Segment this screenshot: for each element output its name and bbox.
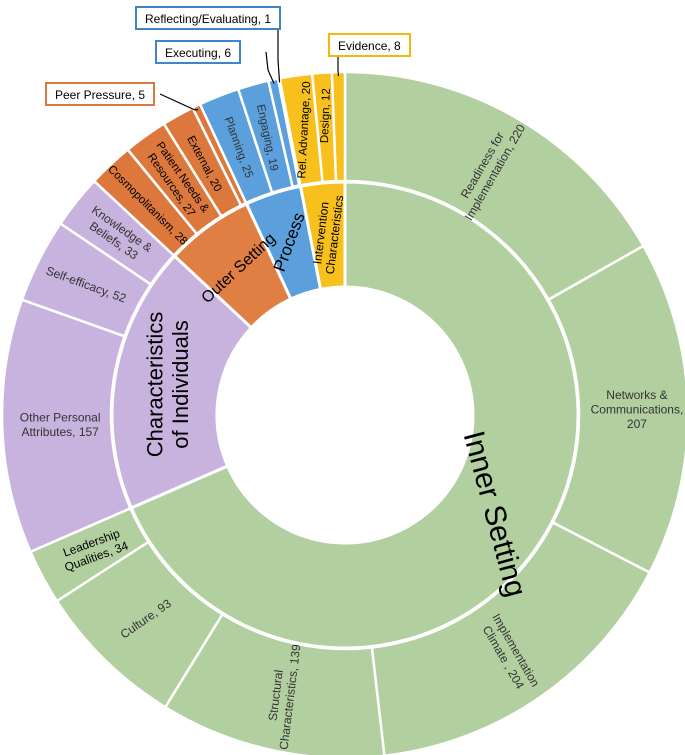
- outer-label-structural-characteristics-139: StructuralCharacteristics, 139: [262, 642, 303, 751]
- callout-executing: Executing, 6: [155, 40, 242, 64]
- outer-label-rel-advantage-20: Rel. Advantage, 20: [296, 81, 313, 179]
- inner-label-characteristics-of-individuals: Characteristicsof Individuals: [143, 312, 193, 457]
- leader-peer-pressure-5: [159, 93, 199, 111]
- leader-executing-6: [265, 51, 275, 84]
- inner-label-intervention-characteristics: InterventionCharacteristics: [309, 193, 346, 275]
- outer-label-design-12: Design, 12: [319, 88, 333, 143]
- leader-reflecting-evaluating-1: [277, 30, 281, 83]
- outer-label-networks-communications-207: Networks &Communications,207: [591, 388, 684, 431]
- callout-evidence: Evidence, 8: [328, 33, 411, 57]
- callout-peer-pressure: Peer Pressure, 5: [45, 82, 156, 106]
- outer-segment-evidence-8: [330, 70, 347, 183]
- outer-segment-implementation-climate-204: [370, 520, 652, 755]
- callout-reflecting-evaluating: Reflecting/Evaluating, 1: [135, 6, 282, 30]
